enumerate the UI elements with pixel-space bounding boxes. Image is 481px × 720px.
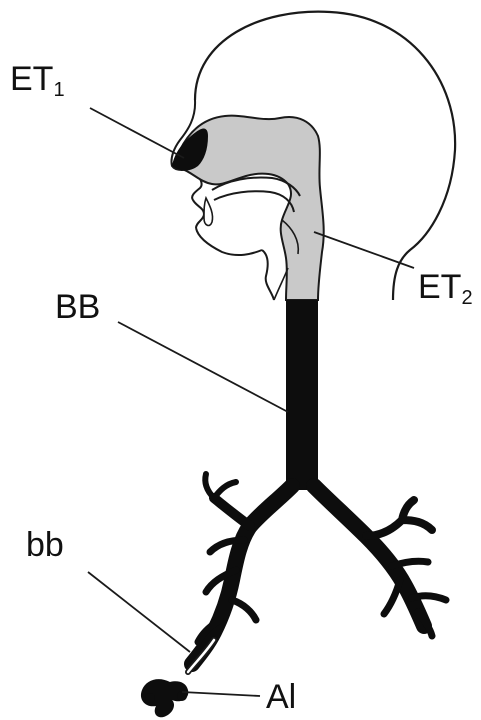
leader-bb-lower — [88, 572, 190, 652]
leader-et2 — [314, 232, 414, 268]
left-main-bronchus — [192, 486, 292, 664]
label-al: Al — [266, 680, 296, 714]
label-et2: ET2 — [418, 270, 473, 308]
alveolus — [145, 693, 155, 703]
left-bronchus-branch-1 — [214, 498, 250, 526]
label-et1-sub: 1 — [53, 79, 64, 101]
label-et1: ET1 — [10, 62, 65, 100]
tongue-curve — [214, 191, 294, 212]
label-et1-main: ET — [10, 60, 53, 98]
left-bronchus-branch-2 — [205, 474, 236, 498]
label-et2-sub: 2 — [461, 287, 472, 309]
leader-et1 — [90, 108, 184, 158]
uvula — [204, 198, 213, 225]
trachea — [286, 300, 318, 490]
label-bb-upper: BB — [55, 290, 100, 324]
leader-al — [182, 692, 260, 696]
leader-bb-upper — [118, 322, 288, 412]
label-bb-lower: bb — [26, 528, 64, 562]
label-et2-main: ET — [418, 268, 461, 306]
right-bronchus-branch-1 — [366, 500, 432, 536]
